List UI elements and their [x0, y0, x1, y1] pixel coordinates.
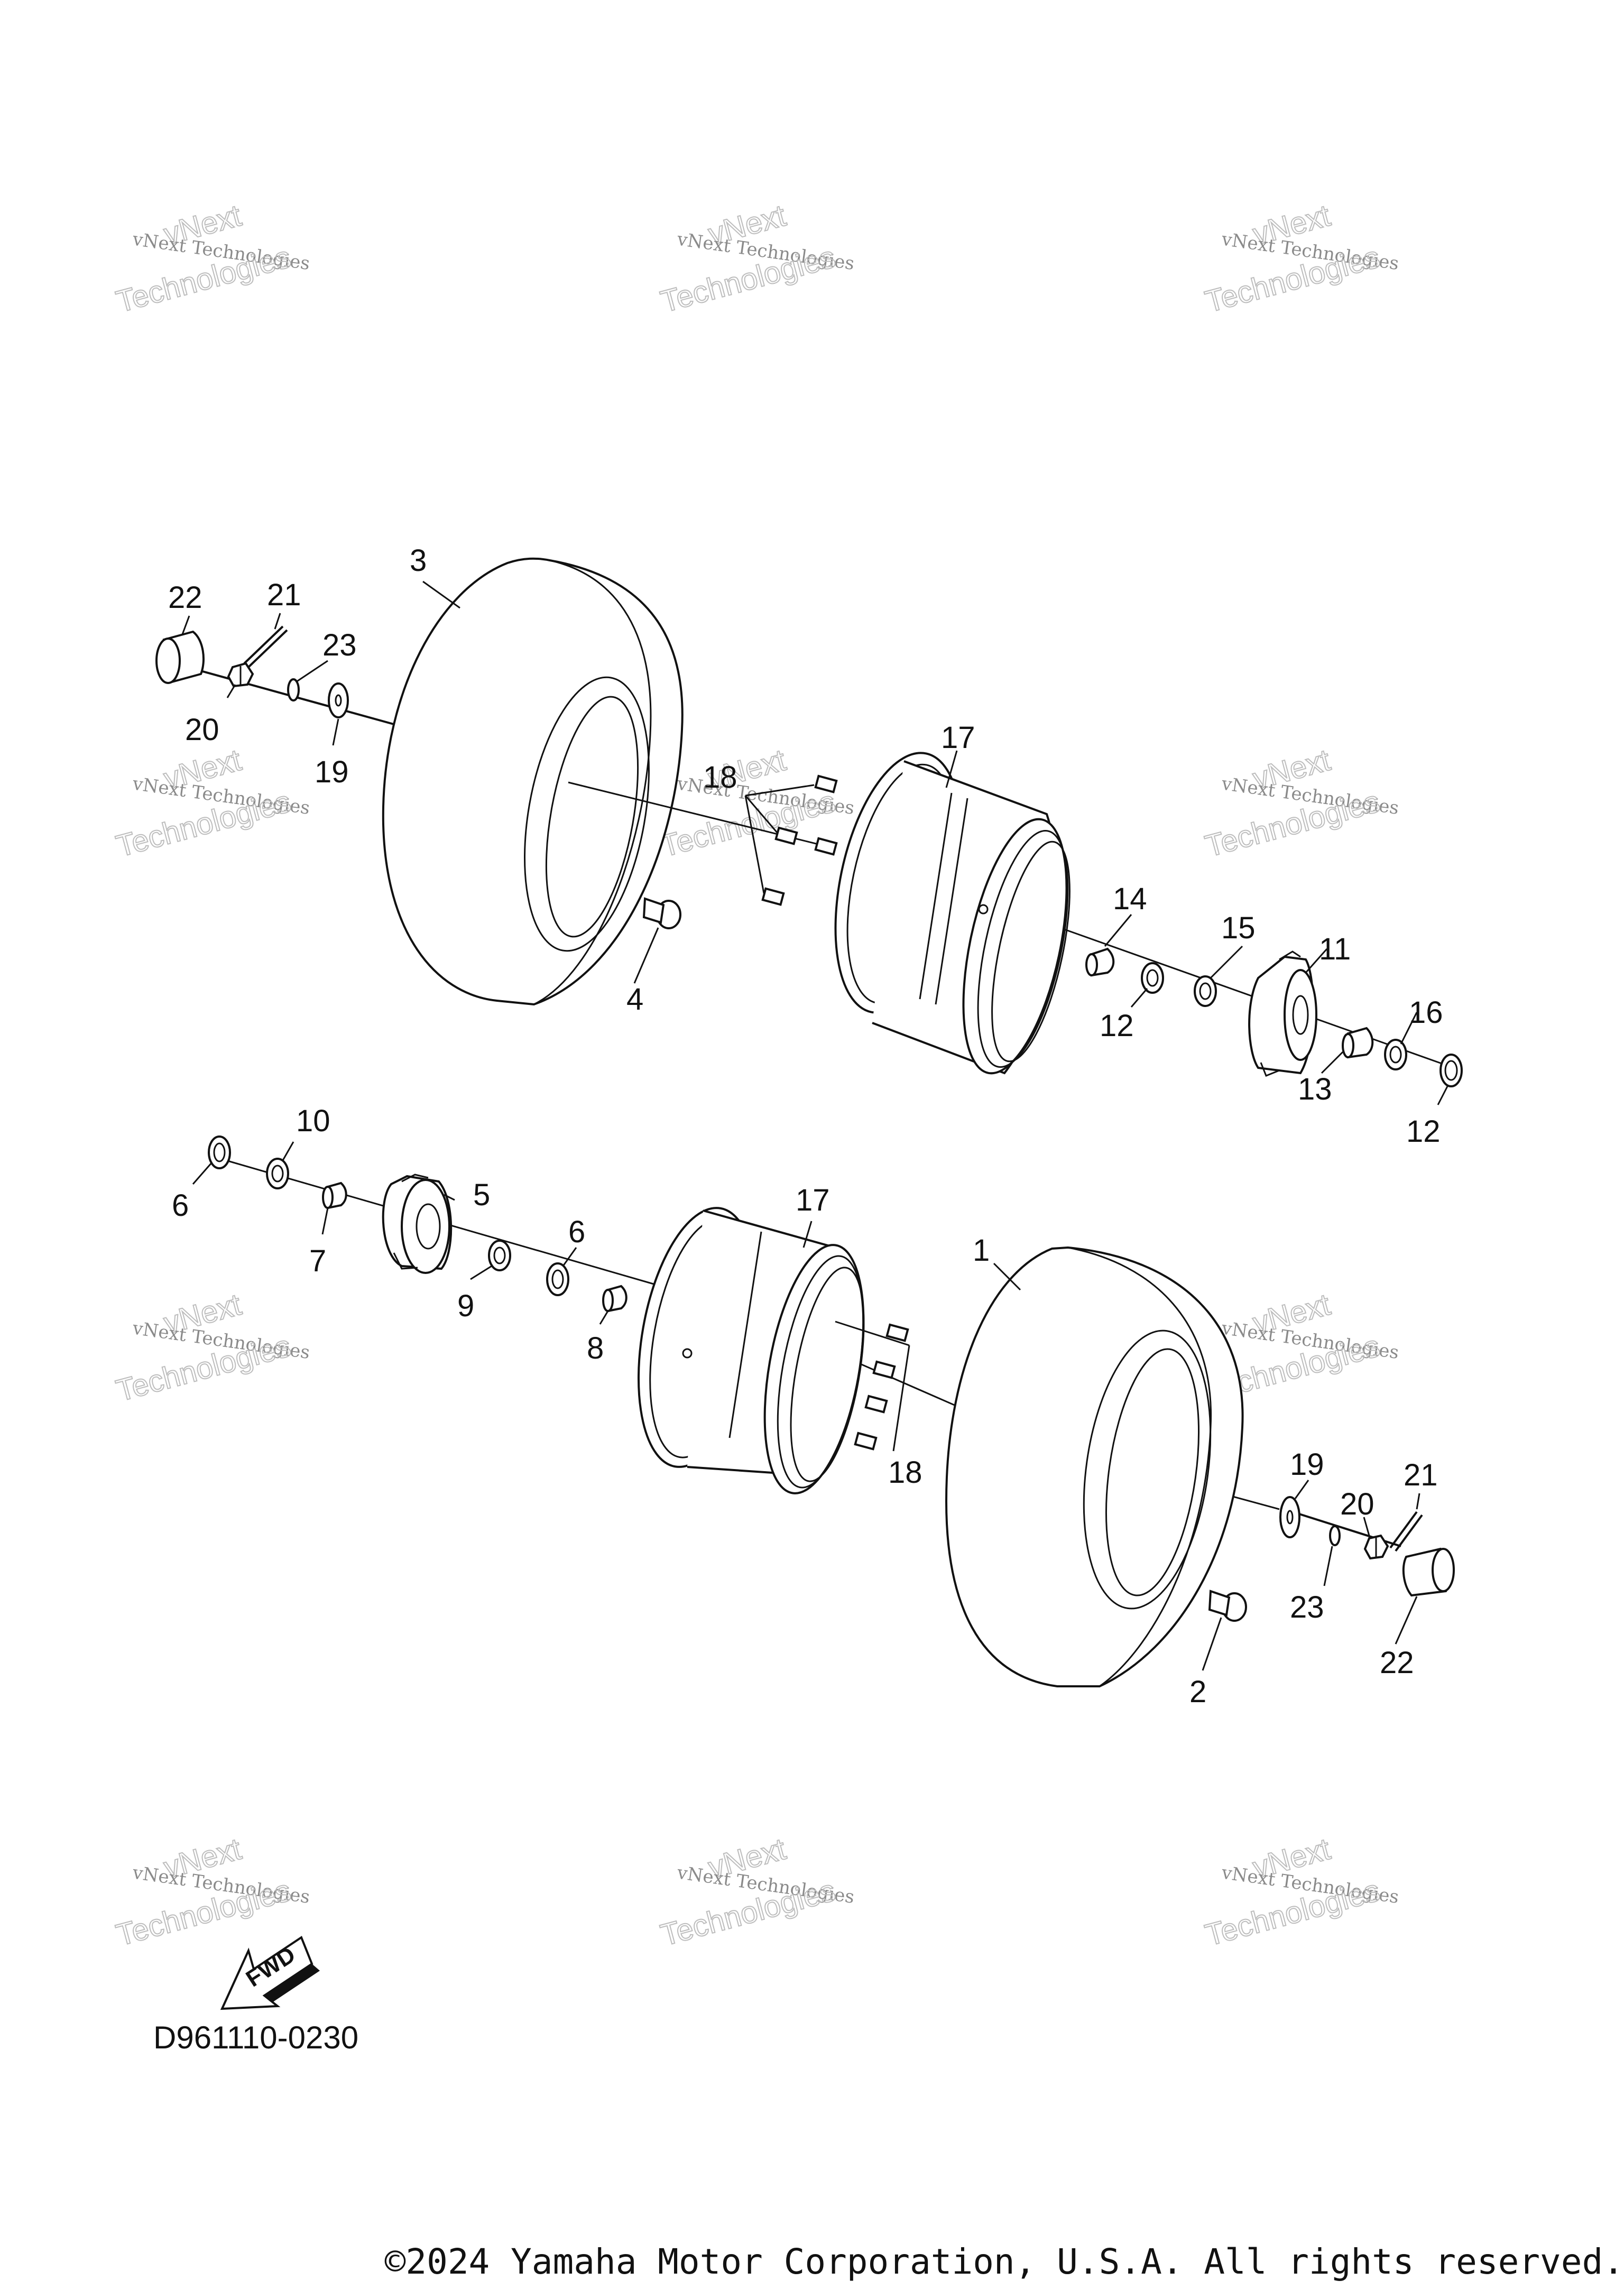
- hub-5: [382, 1174, 453, 1274]
- cap-22: [155, 630, 205, 684]
- bolts-18-lower: [835, 1321, 910, 1452]
- callout-1: 1: [973, 1233, 990, 1268]
- callout-16: 16: [1409, 995, 1443, 1030]
- callout-6: 6: [172, 1188, 189, 1223]
- callout-11: 11: [1319, 932, 1351, 966]
- valve-4: [642, 897, 681, 929]
- bolts-18-upper: [744, 774, 838, 906]
- callout-14: 14: [1113, 882, 1147, 916]
- callout-23: 23: [322, 628, 357, 662]
- callout-9: 9: [457, 1289, 474, 1323]
- washer-19: [328, 682, 349, 718]
- callout-20: 20: [185, 713, 219, 747]
- watermarks: vNext vNext Technologies Technologies vN…: [112, 198, 1400, 1953]
- callout-22: 22: [168, 580, 202, 615]
- callout-7: 7: [309, 1244, 326, 1278]
- callout-12: 12: [1100, 1009, 1134, 1043]
- callout-8: 8: [587, 1331, 604, 1365]
- washer-19: [1279, 1496, 1300, 1538]
- oil-seal-12: [1141, 962, 1164, 994]
- hub-11: [1248, 950, 1317, 1077]
- diagram-part-code: D961110-0230: [153, 2020, 359, 2055]
- callout-17: 17: [796, 1183, 830, 1217]
- washer-23: [287, 678, 300, 701]
- oil-seal-6: [546, 1262, 569, 1296]
- cotter-pin-21: [243, 625, 284, 664]
- washer-23: [1329, 1525, 1341, 1546]
- callout-19: 19: [315, 755, 349, 789]
- bearing-16: [1384, 1039, 1407, 1070]
- cap-22: [1402, 1547, 1455, 1597]
- fwd-arrow-icon: FWD: [220, 1935, 320, 2010]
- tire-3: [382, 557, 684, 1006]
- callout-15: 15: [1221, 911, 1256, 945]
- callout-5: 5: [473, 1178, 490, 1212]
- rim-17-upper: [834, 752, 1071, 1075]
- callout-19: 19: [1290, 1447, 1324, 1482]
- valve-2: [1208, 1590, 1247, 1622]
- callout-22: 22: [1380, 1646, 1414, 1680]
- callout-21: 21: [1404, 1458, 1438, 1492]
- callout-18: 18: [703, 760, 737, 795]
- rim-17-lower: [637, 1207, 865, 1494]
- tire-1: [945, 1246, 1244, 1687]
- bearing-9: [488, 1240, 511, 1271]
- callout-20: 20: [1340, 1487, 1374, 1521]
- callout-18: 18: [888, 1455, 922, 1490]
- callout-4: 4: [626, 982, 643, 1017]
- oil-seal-6: [208, 1135, 231, 1169]
- callout-21: 21: [267, 578, 301, 612]
- callout-2: 2: [1189, 1675, 1206, 1709]
- callout-23: 23: [1290, 1590, 1324, 1624]
- cotter-pin-21: [1389, 1511, 1418, 1549]
- callout-6: 6: [568, 1215, 585, 1249]
- nut-20: [1363, 1534, 1389, 1560]
- callout-10: 10: [296, 1104, 330, 1138]
- callout-3: 3: [410, 543, 427, 578]
- callout-13: 13: [1298, 1072, 1332, 1106]
- bearing-15: [1194, 975, 1217, 1007]
- nut-20: [227, 662, 254, 688]
- copyright-notice: ©2024 Yamaha Motor Corporation, U.S.A. A…: [384, 2241, 1624, 2282]
- lower-wheel-assembly: [208, 1135, 1455, 1687]
- upper-wheel-assembly: [155, 557, 1463, 1087]
- callouts: 3 22 21 23 20 19 18 17 4 14 12 15 11 13 …: [168, 543, 1443, 1709]
- oil-seal-12: [1440, 1054, 1463, 1087]
- callout-12: 12: [1406, 1114, 1441, 1149]
- leader-lines: [181, 580, 1448, 1671]
- spacer-13: [1347, 1027, 1374, 1059]
- callout-17: 17: [941, 721, 975, 755]
- bearing-10: [266, 1158, 289, 1189]
